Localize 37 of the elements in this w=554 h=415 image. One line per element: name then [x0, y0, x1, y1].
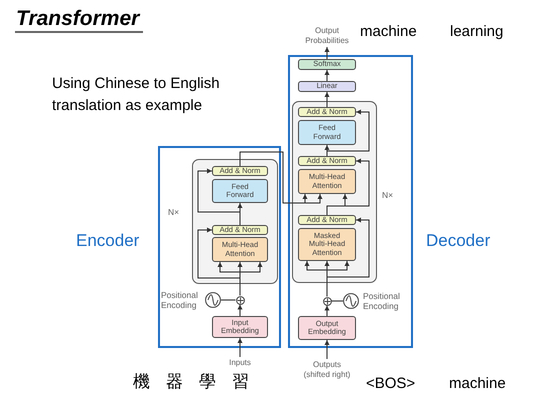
word-label: <BOS>	[366, 375, 416, 393]
chinese-character: 習	[232, 372, 249, 392]
section-label: Decoder	[426, 231, 490, 251]
arrow	[326, 158, 370, 216]
arrow	[324, 92, 330, 108]
plus-circle-icon	[236, 296, 244, 304]
arrow	[238, 304, 242, 316]
sine-wave-icon	[343, 293, 359, 309]
word-label: machine	[360, 23, 417, 41]
connector-line	[331, 300, 344, 302]
arrow	[304, 260, 350, 270]
io-label: Output Probabilities	[295, 25, 359, 47]
arrow	[324, 305, 330, 316]
arrow	[218, 262, 262, 272]
arrow	[238, 338, 242, 358]
section-label: Encoder	[76, 231, 140, 251]
sine-wave-icon	[205, 292, 221, 308]
repeat-count-label: N×	[382, 190, 394, 200]
caption-text: Positional Encoding	[161, 290, 199, 310]
arrow	[324, 70, 330, 82]
repeat-count-label: N×	[168, 207, 180, 217]
plus-circle-icon	[322, 296, 332, 306]
chinese-character: 機	[133, 372, 150, 392]
caption-text: Positional Encoding	[363, 291, 401, 311]
io-label: Inputs	[222, 357, 258, 368]
title: Transformer	[15, 6, 144, 33]
word-label: learning	[450, 23, 504, 41]
arrow	[324, 340, 330, 360]
arrow	[240, 152, 322, 204]
io-label: Outputs (shifted right)	[295, 359, 359, 381]
arrow	[324, 46, 330, 60]
chinese-character: 器	[166, 372, 183, 392]
arrow	[302, 194, 308, 204]
note-text: Using Chinese to English translation as example	[52, 74, 221, 116]
arrow	[198, 168, 240, 226]
chinese-character: 學	[199, 372, 216, 392]
word-label: machine	[449, 375, 506, 393]
